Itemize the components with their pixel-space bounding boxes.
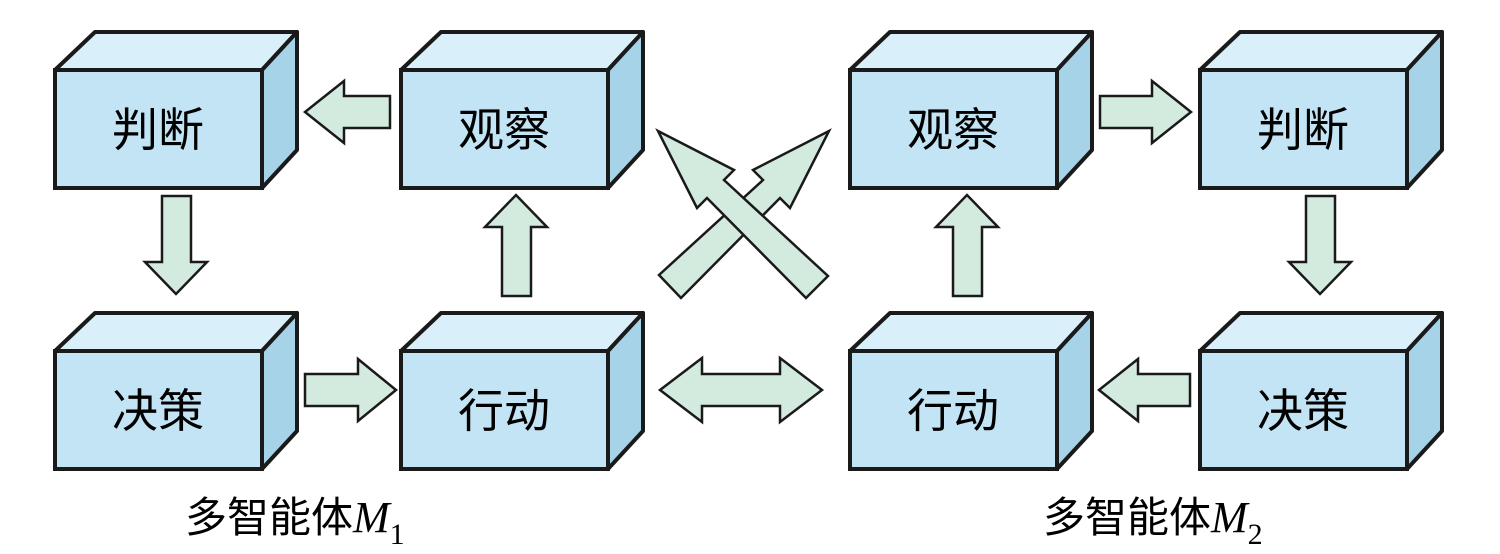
caption-agent2-sub: 2 [1248,518,1263,551]
box-label: 决策 [1257,384,1349,438]
box-label: 判断 [112,103,204,157]
box-agent2-act: 行动 [848,311,1094,471]
bidirectional-arrow-icon [657,355,825,425]
caption-agent1-text: 多智能体 [185,493,353,542]
arrow-down-icon [142,194,210,296]
arrow-left-icon [302,78,392,146]
box-label: 观察 [907,103,999,157]
caption-agent1-var: M [352,493,392,542]
caption-agent1-sub: 1 [390,518,405,551]
box-agent2-decide: 决策 [1198,311,1444,471]
arrow-right-icon [1098,78,1194,146]
caption-agent1: 多智能体M1 [185,493,405,551]
box-label: 决策 [112,384,204,438]
box-label: 行动 [458,384,550,438]
box-agent1-judge: 判断 [53,30,299,190]
box-label: 行动 [907,384,999,438]
arrow-right-icon [303,356,398,424]
box-agent2-judge: 判断 [1198,30,1444,190]
arrow-left-icon [1096,356,1192,424]
arrow-up-icon [933,193,1001,298]
caption-agent2-text: 多智能体 [1043,493,1211,542]
caption-agent2-var: M [1210,493,1250,542]
box-label: 观察 [458,103,550,157]
caption-agent2: 多智能体M2 [1043,493,1263,551]
box-agent1-act: 行动 [399,311,645,471]
box-label: 判断 [1257,103,1349,157]
arrow-down-icon [1286,194,1354,296]
box-agent1-observe: 观察 [399,30,645,190]
box-agent1-decide: 决策 [53,311,299,471]
box-agent2-observe: 观察 [848,30,1094,190]
arrow-up-icon [482,193,550,298]
cross-arrow-to-agent1-observe-icon [655,128,830,300]
